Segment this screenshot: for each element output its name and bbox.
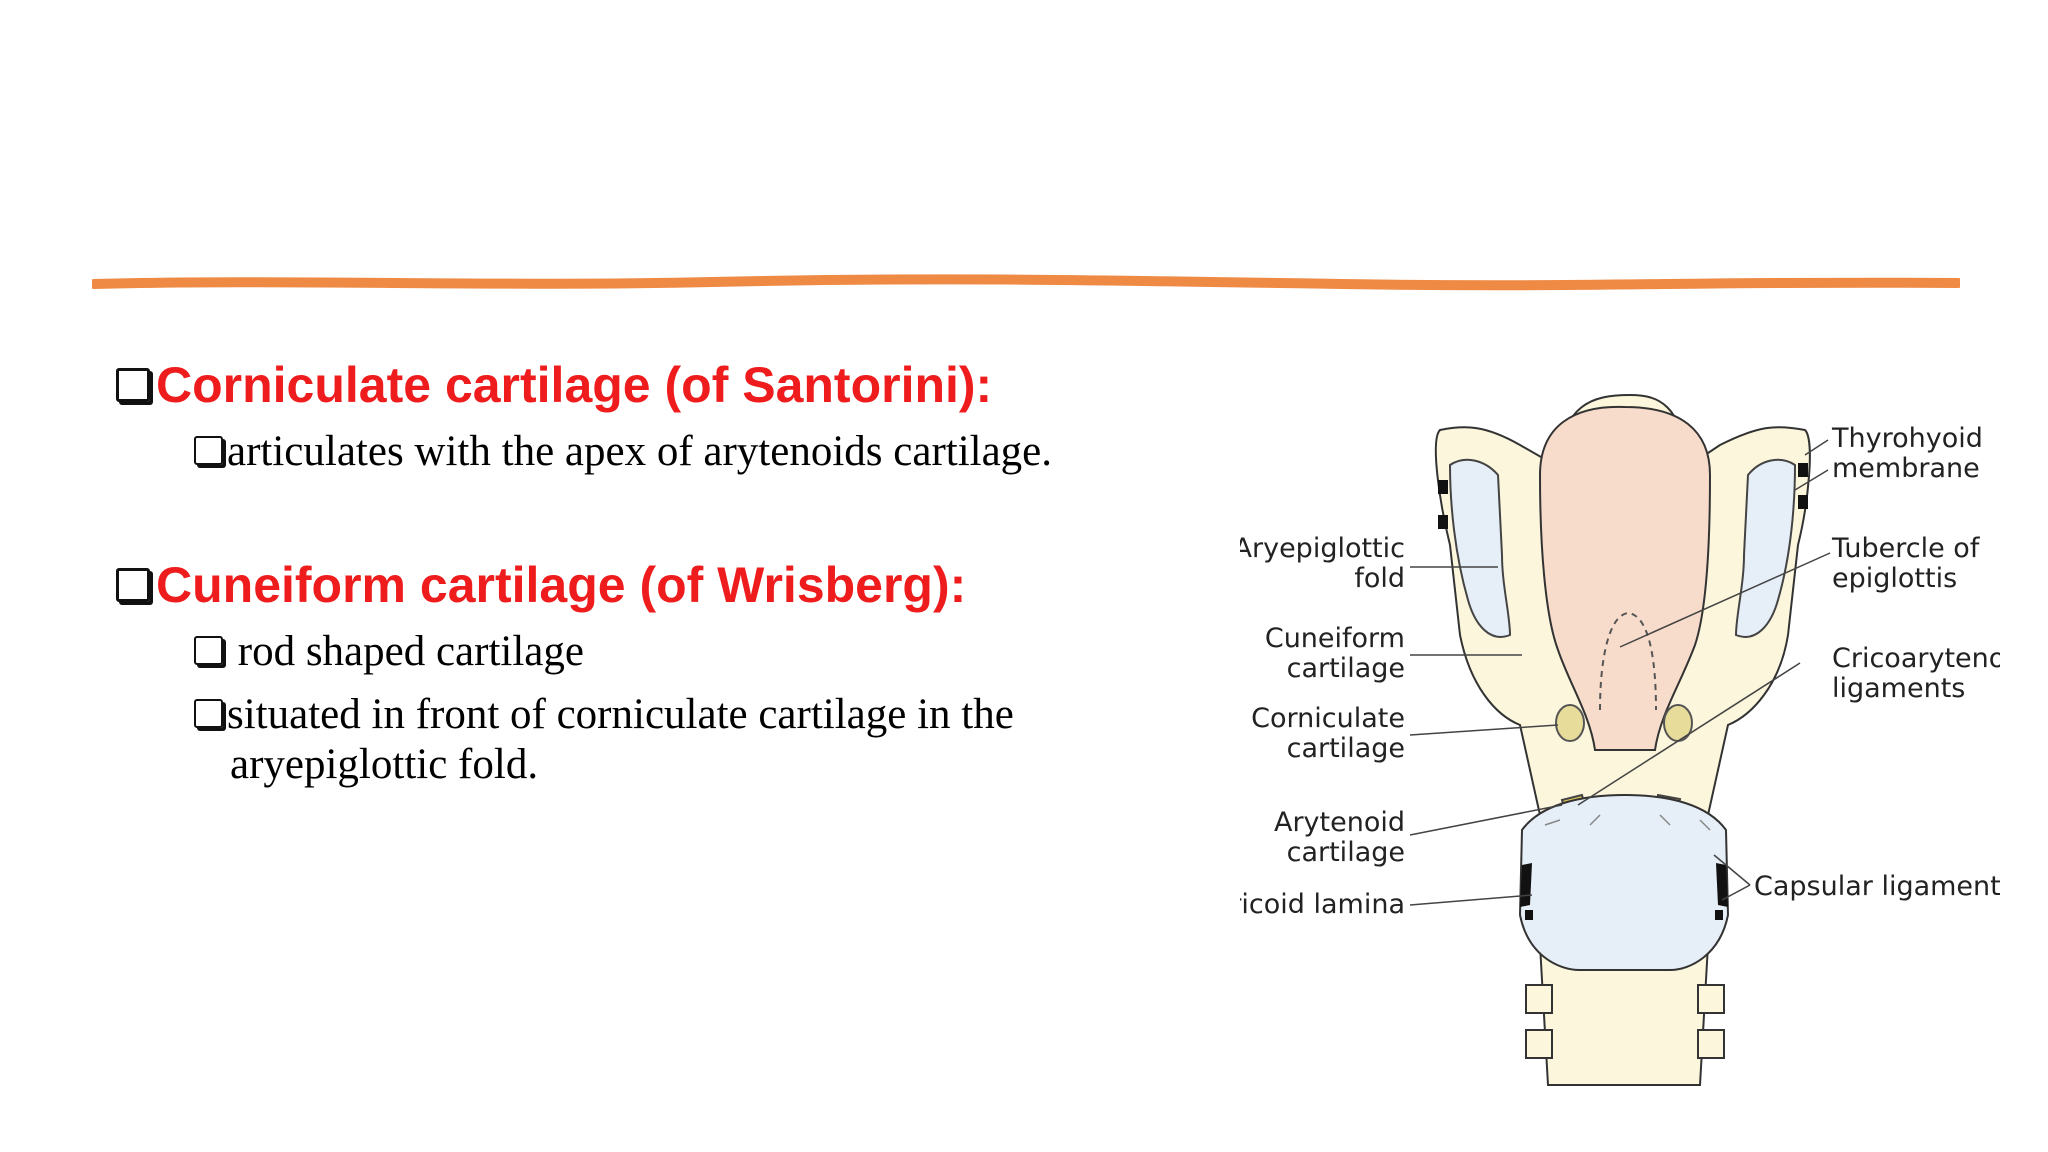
heading-cuneiform: Cuneiform cartilage (of Wrisberg): [116,560,966,610]
checkbox-bullet-icon [194,436,223,465]
bullet-rod-shaped: rod shaped cartilage [194,630,584,673]
heading-corniculate: Corniculate cartilage (of Santorini): [116,360,992,410]
bullet-rod-shaped-text: rod shaped cartilage [227,628,584,675]
corniculate-cartilage-left [1555,704,1585,742]
checkbox-bullet-icon [194,699,223,728]
label-capsular: Capsular ligaments [1754,871,2000,902]
trachea-ring [1525,984,1553,1014]
capsular-ligament-right [1716,863,1728,907]
thyrohyoid-membrane-right [1734,458,1797,638]
label-thyrohyoid-2: membrane [1832,453,1980,484]
bullet-situated-text: situated in front of corniculate cartila… [227,691,1014,738]
label-cricoarytenoid-2: ligaments [1832,673,1965,704]
label-corniculate-2: cartilage [1287,733,1405,764]
checkbox-bullet-icon [116,368,150,402]
trachea-ring [1697,984,1725,1014]
label-cricoid: Cricoid lamina [1240,889,1405,920]
heading-corniculate-text: Corniculate cartilage (of Santorini): [156,357,993,413]
label-tubercle-1: Tubercle of [1831,533,1981,564]
label-cuneiform-1: Cuneiform [1265,623,1405,654]
bullet-articulates-text: articulates with the apex of arytenoids … [227,428,1053,475]
label-cricoarytenoid-1: Cricoarytenoid [1832,643,2000,674]
label-arytenoid-2: cartilage [1287,837,1405,868]
label-corniculate-1: Corniculate [1251,703,1405,734]
label-arytenoid-1: Arytenoid [1274,807,1405,838]
cricoid-lamina [1518,793,1730,971]
bullet-situated: situated in front of corniculate cartila… [194,693,1014,736]
tubercle-of-epiglottis [1599,611,1657,711]
epiglottis [1538,405,1712,751]
larynx-diagram: Thyrohyoid membrane Aryepiglottic fold T… [1240,393,2000,1086]
label-thyrohyoid-1: Thyrohyoid [1831,423,1983,454]
checkbox-bullet-icon [194,636,223,665]
bullet-situated-continued-text: aryepiglottic fold. [230,741,539,788]
label-aryepiglottic-1: Aryepiglottic [1240,533,1405,564]
thyrohyoid-membrane-left [1448,458,1512,638]
trachea-ring [1697,1029,1725,1059]
checkbox-bullet-icon [116,568,150,602]
divider-rule [92,274,1960,291]
capsular-ligament-left [1520,863,1532,907]
bullet-situated-continued: aryepiglottic fold. [230,743,538,786]
label-aryepiglottic-2: fold [1354,563,1405,594]
bullet-articulates: articulates with the apex of arytenoids … [194,430,1052,473]
label-cuneiform-2: cartilage [1287,653,1405,684]
label-tubercle-2: epiglottis [1832,563,1957,594]
heading-cuneiform-text: Cuneiform cartilage (of Wrisberg): [156,557,967,613]
trachea-ring [1525,1029,1553,1059]
